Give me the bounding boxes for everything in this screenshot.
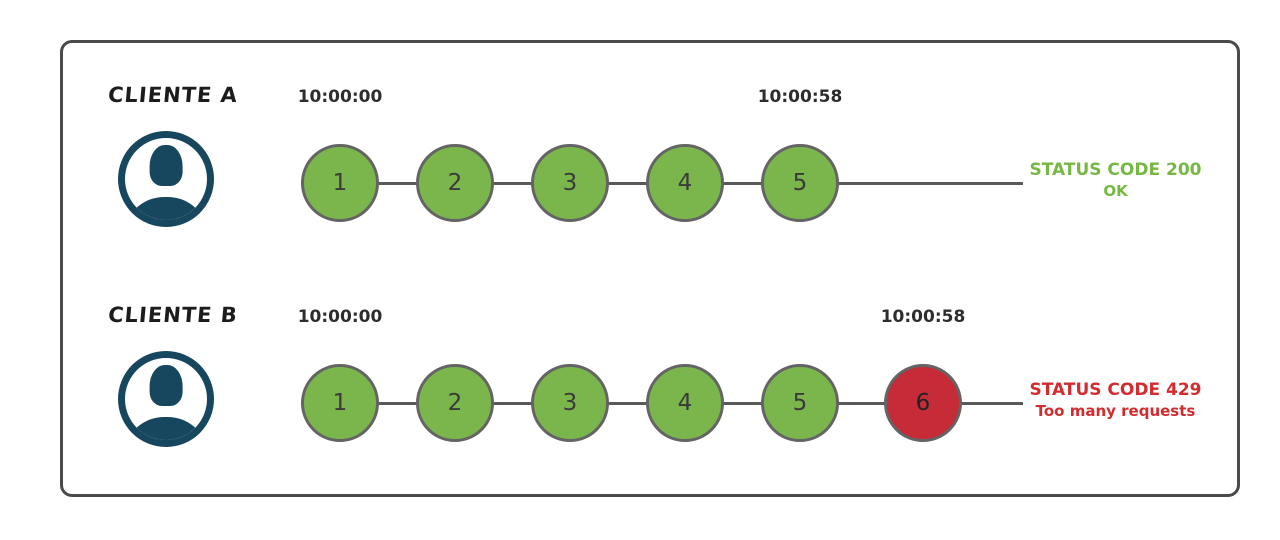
status-text: STATUS CODE 200 OK [1023,160,1208,202]
start-time-label: 10:00:00 [297,307,383,327]
status-message-label: Too many requests [1035,402,1196,420]
request-circle-5: 5 [761,144,839,222]
request-circle-6: 6 [884,364,962,442]
user-icon-shoulders [127,197,205,220]
request-circle-3: 3 [531,364,609,442]
start-time-label: 10:00:00 [297,87,383,107]
user-icon-shoulders [127,417,205,440]
status-text: STATUS CODE 429 Too many requests [1023,380,1208,422]
request-circle-5: 5 [761,364,839,442]
status-code-label: STATUS CODE 429 [1029,380,1202,400]
request-circle-2: 2 [416,364,494,442]
request-circle-1: 1 [301,144,379,222]
request-circle-4: 4 [646,144,724,222]
end-time-label: 10:00:58 [757,87,843,107]
status-message-label: OK [1103,182,1128,200]
status-code-label: STATUS CODE 200 [1029,160,1202,180]
request-circle-2: 2 [416,144,494,222]
user-icon-head [149,145,183,187]
end-time-label: 10:00:58 [880,307,966,327]
user-icon [118,351,214,447]
request-circle-1: 1 [301,364,379,442]
request-circle-3: 3 [531,144,609,222]
user-icon [118,131,214,227]
user-icon-head [149,365,183,407]
client-b-name: CLIENTE B [107,303,239,327]
request-circle-4: 4 [646,364,724,442]
client-a-name: CLIENTE A [107,83,239,107]
